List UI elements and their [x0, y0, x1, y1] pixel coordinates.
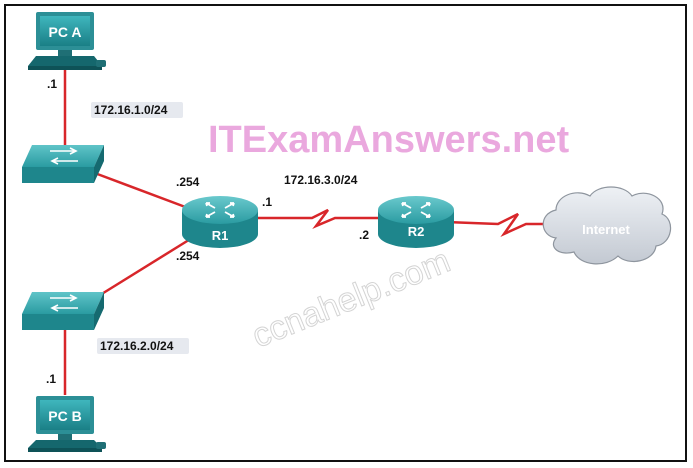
- pc-a-icon[interactable]: PC A: [28, 12, 106, 70]
- faint-watermark-text: ccnahelp.com: [247, 242, 456, 356]
- r2-label: R2: [408, 224, 425, 239]
- router-r2-icon[interactable]: R2: [378, 196, 454, 248]
- internet-cloud-icon[interactable]: Internet: [542, 186, 672, 265]
- links: [63, 62, 546, 395]
- address-labels: 172.16.1.0/24 172.16.2.0/24 172.16.3.0/2…: [46, 77, 369, 386]
- r1-s0-label: .1: [262, 195, 272, 209]
- pc-a-host-label: .1: [47, 77, 57, 91]
- internet-label: Internet: [582, 222, 630, 237]
- link-r1-r2-serial: [252, 208, 381, 229]
- r1-g1-label: .254: [176, 249, 200, 263]
- link-switch1-r1: [91, 170, 189, 210]
- switch-2-icon[interactable]: [22, 292, 104, 330]
- link-switch2-r1: [91, 236, 193, 302]
- r1-g0-label: .254: [176, 175, 200, 189]
- pc-a-label: PC A: [49, 24, 82, 40]
- net-lan1-label: 172.16.1.0/24: [94, 103, 168, 117]
- router-r1-icon[interactable]: R1: [182, 196, 258, 248]
- pc-b-icon[interactable]: PC B: [28, 396, 106, 452]
- pc-b-host-label: .1: [46, 372, 56, 386]
- switch-1-icon[interactable]: [22, 145, 104, 183]
- net-wan-label: 172.16.3.0/24: [284, 173, 358, 187]
- lan1-label-bg: [91, 102, 183, 118]
- r1-label: R1: [212, 228, 229, 243]
- link-r2-internet-serial: [445, 212, 546, 238]
- lan2-label-bg: [97, 338, 189, 354]
- pc-b-label: PC B: [48, 408, 81, 424]
- net-lan2-label: 172.16.2.0/24: [100, 339, 174, 353]
- watermark-text: ITExamAnswers.net: [208, 119, 569, 161]
- r2-s0-label: .2: [359, 228, 369, 242]
